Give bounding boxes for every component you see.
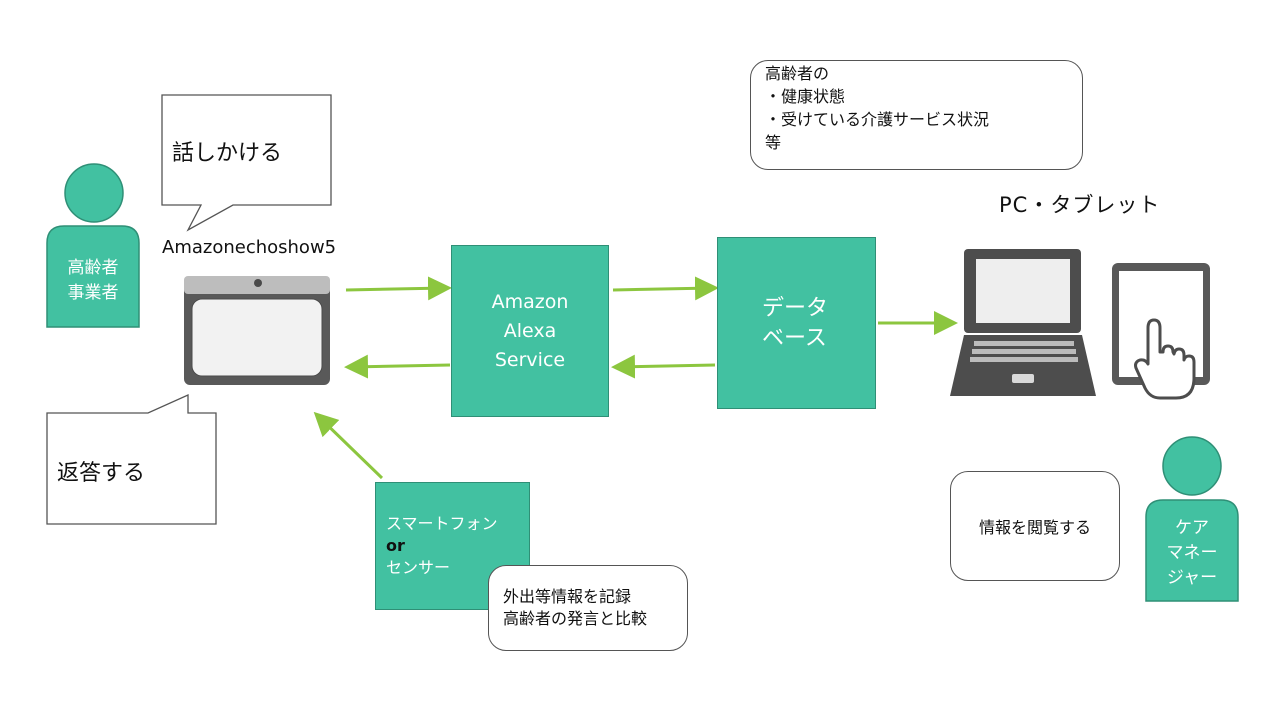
note-line4: 等 bbox=[765, 133, 782, 152]
database-box: データ ベース bbox=[717, 237, 876, 409]
browse-info-text: 情報を閲覧する bbox=[978, 518, 1091, 537]
hand-pointer-icon bbox=[1134, 318, 1196, 400]
pc-tablet-label: PC・タブレット bbox=[999, 193, 1161, 217]
note-line3: ・受けている介護サービス状況 bbox=[765, 110, 990, 129]
talk-bubble-text: 話しかける bbox=[172, 141, 283, 166]
care-manager-line2: マネー bbox=[1166, 543, 1218, 563]
alexa-service-box: Amazon Alexa Service bbox=[451, 245, 609, 417]
note-line1: 高齢者の bbox=[765, 64, 830, 83]
database-line2: ベース bbox=[762, 326, 827, 351]
alexa-line2: Alexa bbox=[503, 319, 557, 342]
elderly-label-line2: 事業者 bbox=[67, 283, 119, 303]
arrow-alexa-to-database bbox=[612, 276, 719, 301]
care-manager-label: ケア マネー ジャー bbox=[1146, 516, 1238, 591]
sensor-line2: or bbox=[386, 536, 405, 555]
alexa-line3: Service bbox=[494, 348, 566, 371]
elderly-person-icon bbox=[46, 163, 140, 328]
device-label: Amazonechoshow5 bbox=[162, 237, 337, 258]
care-manager-icon bbox=[1145, 436, 1239, 602]
arrow-database-to-alexa bbox=[611, 354, 716, 379]
care-manager-line3: ジャー bbox=[1166, 568, 1218, 588]
alexa-line1: Amazon bbox=[491, 290, 569, 313]
record-line2: 高齢者の発言と比較 bbox=[503, 609, 648, 628]
record-note: 外出等情報を記録 高齢者の発言と比較 bbox=[488, 565, 688, 651]
talk-bubble-shape bbox=[161, 94, 332, 232]
arrow-sensor-to-device bbox=[313, 411, 384, 480]
database-line1: データ bbox=[762, 296, 829, 321]
elderly-label: 高齢者 事業者 bbox=[47, 256, 139, 306]
reply-bubble-shape bbox=[46, 393, 217, 525]
sensor-line3: センサー bbox=[386, 558, 451, 577]
care-manager-line1: ケア bbox=[1175, 518, 1209, 538]
reply-bubble-text: 返答する bbox=[57, 461, 146, 486]
browse-info-note: 情報を閲覧する bbox=[950, 471, 1120, 581]
arrow-alexa-to-device bbox=[344, 354, 451, 379]
laptop-icon bbox=[950, 249, 1096, 396]
elderly-info-note: 高齢者の ・健康状態 ・受けている介護サービス状況 等 bbox=[750, 60, 1083, 170]
sensor-line1: スマートフォン bbox=[386, 514, 498, 533]
arrow-device-to-alexa bbox=[345, 276, 452, 301]
echo-show-device-icon bbox=[184, 276, 330, 385]
elderly-label-line1: 高齢者 bbox=[67, 258, 119, 278]
record-line1: 外出等情報を記録 bbox=[503, 587, 632, 606]
note-line2: ・健康状態 bbox=[765, 87, 846, 106]
